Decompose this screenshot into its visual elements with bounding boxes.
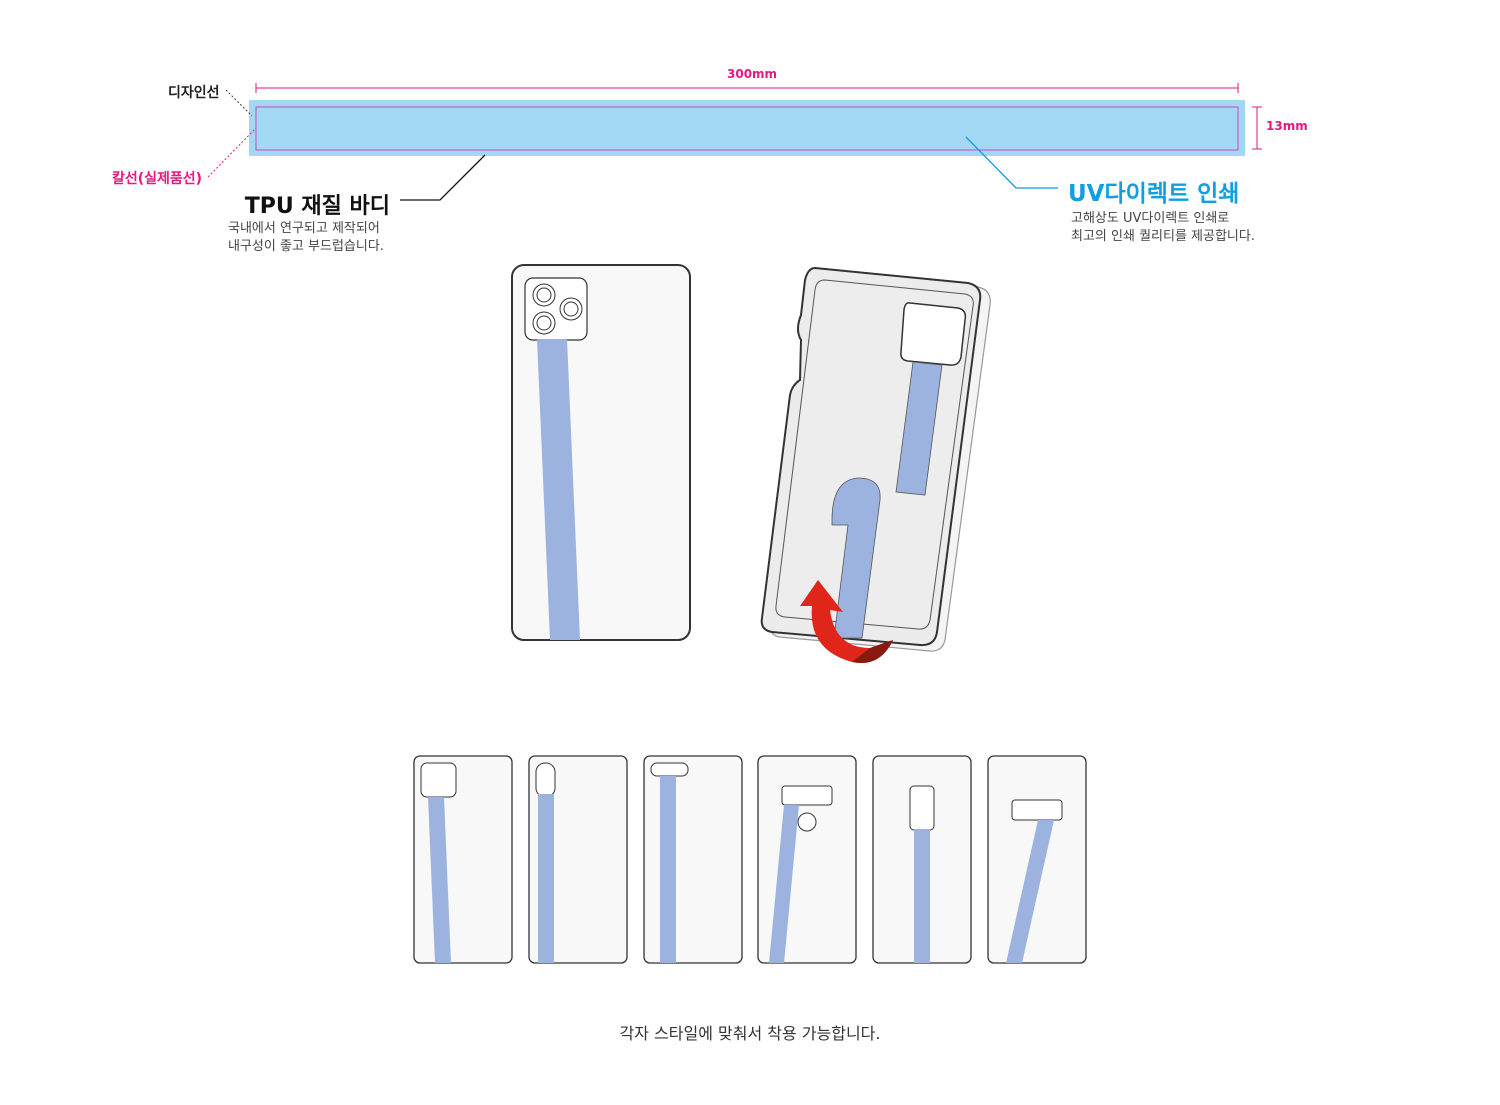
height-label: 13mm (1266, 119, 1308, 133)
height-dimension-line (1252, 106, 1262, 150)
cut-line-label: 칼선(실제품선) (112, 171, 203, 187)
width-dimension-line (255, 83, 1239, 93)
tpu-title: TPU 재질 바디 (244, 194, 390, 219)
style-variants (413, 755, 1087, 964)
strap-print-area (249, 100, 1245, 156)
uv-desc-line-2: 최고의 인쇄 퀄리티를 제공합니다. (1071, 229, 1255, 244)
strap (537, 339, 580, 640)
tpu-desc-line-2: 내구성이 좋고 부드럽습니다. (228, 239, 384, 254)
variant-5 (872, 755, 972, 964)
variant-1 (413, 755, 513, 964)
uv-desc-line-1: 고해상도 UV다이렉트 인쇄로 (1071, 211, 1230, 226)
footer-caption: 각자 스타일에 맞춰서 착용 가능합니다. (619, 1024, 881, 1043)
width-label: 300mm (727, 67, 778, 81)
phone-case-angled-view (760, 266, 991, 664)
design-line-label: 디자인선 (168, 85, 220, 101)
variant-6 (987, 755, 1087, 964)
design-line-leader (225, 89, 253, 117)
variant-4 (757, 755, 857, 964)
uv-title: UV다이렉트 인쇄 (1068, 181, 1240, 207)
tpu-leader (400, 154, 486, 201)
uv-description: 고해상도 UV다이렉트 인쇄로 최고의 인쇄 퀄리티를 제공합니다. (1071, 210, 1291, 246)
variant-3 (643, 755, 743, 964)
phone-case-back-view (511, 264, 691, 641)
strap-loop (831, 477, 881, 639)
strap-upper (895, 361, 943, 496)
variant-2 (528, 755, 628, 964)
tpu-description: 국내에서 연구되고 제작되어 내구성이 좋고 부드럽습니다. (228, 220, 428, 256)
uv-leader (965, 136, 1058, 189)
tpu-desc-line-1: 국내에서 연구되고 제작되어 (228, 221, 380, 236)
cut-line-leader (207, 127, 257, 178)
rotate-arrow (800, 580, 893, 664)
